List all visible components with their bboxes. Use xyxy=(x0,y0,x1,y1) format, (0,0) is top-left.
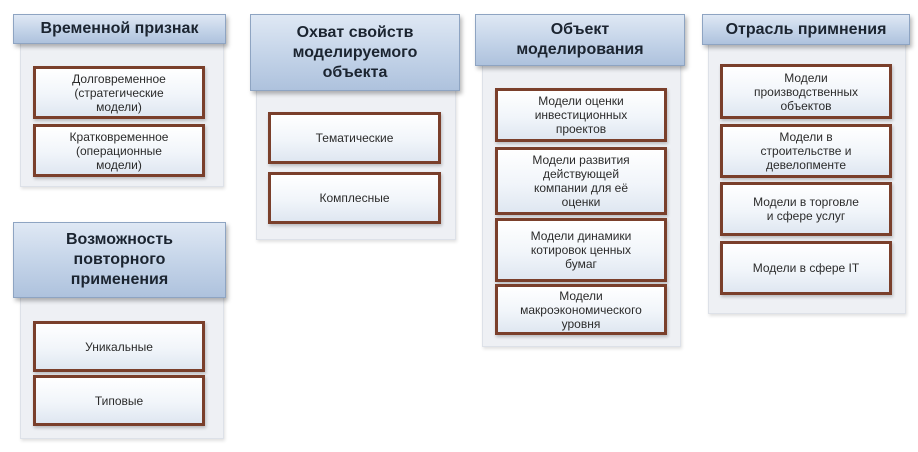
coverage-item-thematic: Тематические xyxy=(268,112,441,164)
coverage-item-complex: Комплесные xyxy=(268,172,441,224)
temporal-item-long-term: Долговременное (стратегические модели) xyxy=(33,66,205,119)
object-item-macroeconomic: Модели макроэкономического уровня xyxy=(495,284,667,335)
reuse-header: Возможность повторного применения xyxy=(13,222,226,298)
industry-item-trade: Модели в торговле и сфере услуг xyxy=(720,182,892,236)
industry-header: Отрасль примнения xyxy=(702,14,910,45)
object-item-company-development: Модели развития действующей компании для… xyxy=(495,147,667,215)
object-item-investment: Модели оценки инвестиционных проектов xyxy=(495,88,667,142)
reuse-item-typical: Типовые xyxy=(33,375,205,426)
object-header: Объект моделирования xyxy=(475,14,685,66)
object-item-securities-quotes: Модели динамики котировок ценных бумаг xyxy=(495,218,667,282)
industry-item-production: Модели производственных объектов xyxy=(720,64,892,119)
temporal-item-short-term: Кратковременное (операционные модели) xyxy=(33,124,205,177)
reuse-item-unique: Уникальные xyxy=(33,321,205,372)
temporal-header: Временной признак xyxy=(13,14,226,44)
coverage-header: Охват свойств моделируемого объекта xyxy=(250,14,460,91)
industry-item-it: Модели в сфере IT xyxy=(720,241,892,295)
industry-item-construction: Модели в строительстве и девелопменте xyxy=(720,124,892,178)
